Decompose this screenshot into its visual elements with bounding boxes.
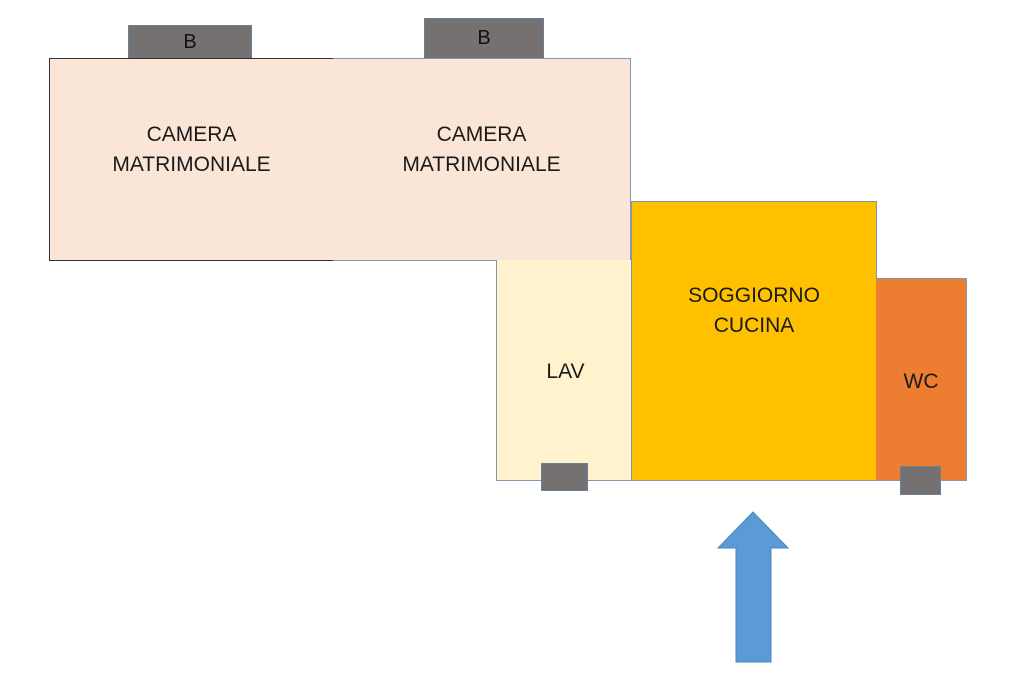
window-wc xyxy=(900,466,941,495)
window-lav xyxy=(541,463,588,491)
room-soggiorno-cucina: SOGGIORNO CUCINA xyxy=(631,201,877,481)
balcony-1: B xyxy=(128,25,252,59)
room-lav: LAV xyxy=(496,260,633,481)
room-camera-2: CAMERA MATRIMONIALE xyxy=(333,58,631,261)
entrance-arrow-icon xyxy=(716,511,790,663)
room-label: LAV xyxy=(546,359,585,383)
room-label: WC xyxy=(903,369,939,393)
room-label: CAMERA MATRIMONIALE xyxy=(112,122,271,176)
balcony-label: B xyxy=(183,30,197,53)
room-label: SOGGIORNO CUCINA xyxy=(688,284,820,337)
room-camera-1: CAMERA MATRIMONIALE xyxy=(49,58,334,261)
balcony-2: B xyxy=(424,18,544,59)
room-wc: WC xyxy=(876,278,967,481)
balcony-label: B xyxy=(477,27,491,49)
room-label: CAMERA MATRIMONIALE xyxy=(402,122,561,176)
